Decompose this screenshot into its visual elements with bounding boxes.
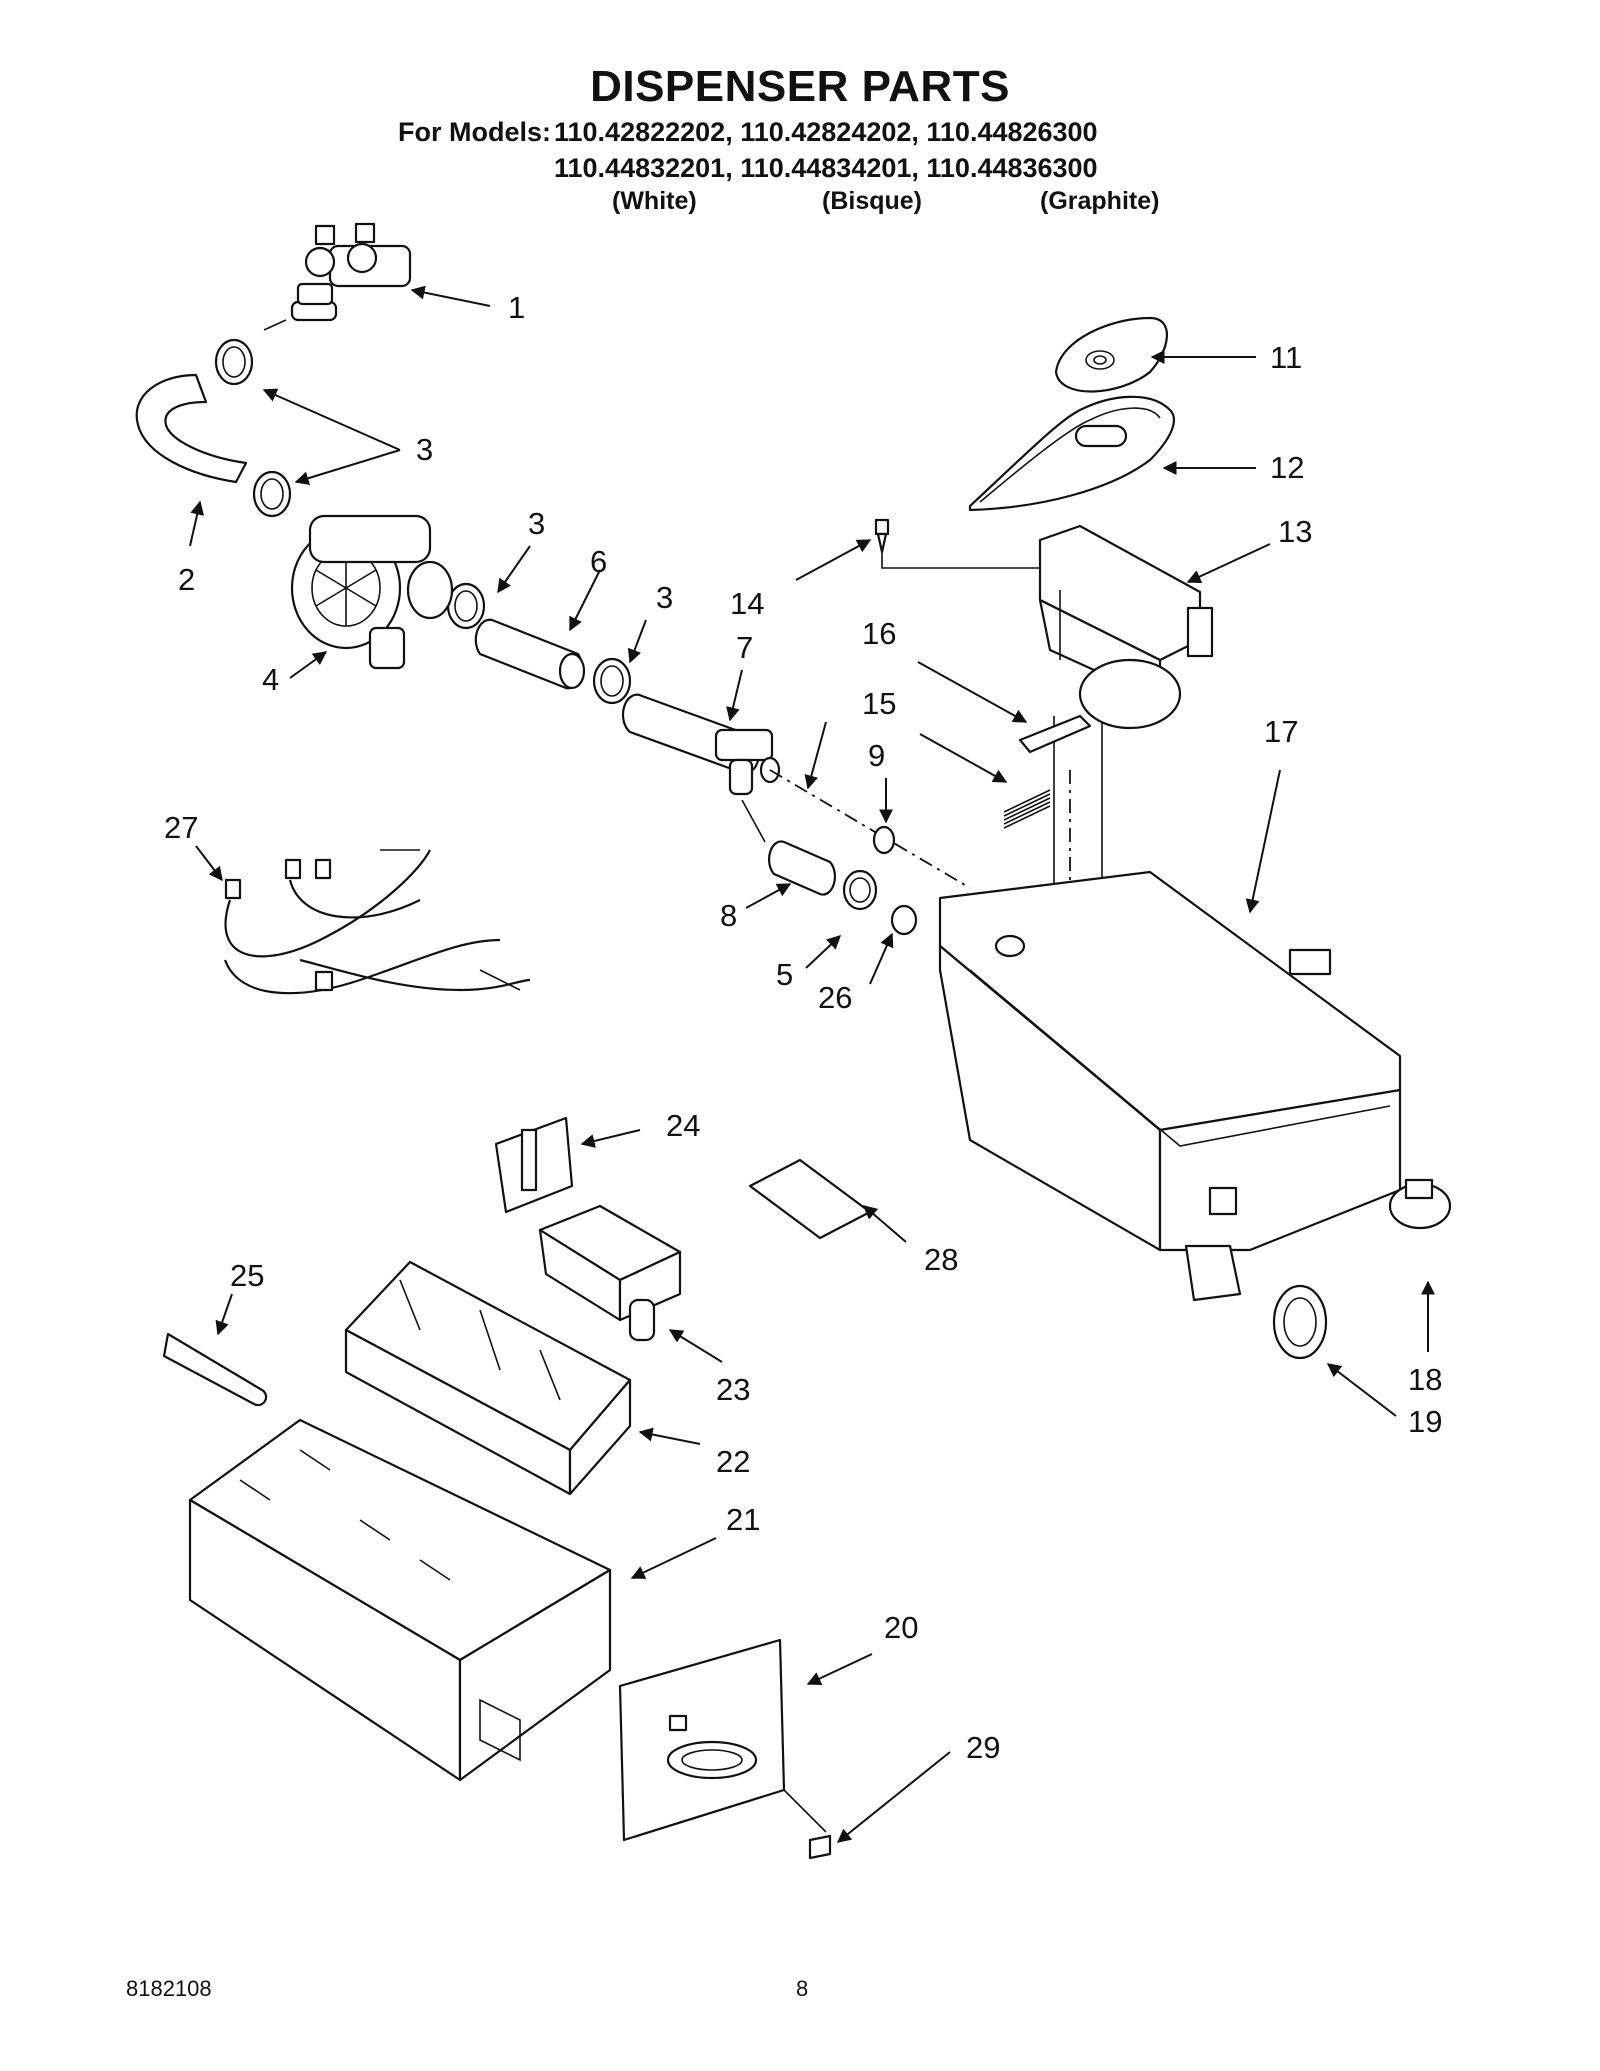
callout-11: 11 [1270,340,1302,375]
callout-26: 26 [818,980,852,1015]
models-label: For Models: [398,117,551,147]
callout-23: 23 [716,1372,750,1407]
callout-3a: 3 [416,432,433,467]
tray-22-part [344,1260,632,1496]
housing-17-part [938,870,1402,1302]
color-bisque: (Bisque) [822,187,922,215]
callout-18: 18 [1408,1362,1442,1397]
cover-20-part [618,1638,786,1842]
spring-15-part [1003,789,1051,829]
callout-29: 29 [966,1730,1000,1765]
models-row-1: 110.42822202, 110.42824202, 110.44826300 [554,117,1098,147]
callout-3c: 3 [656,580,673,615]
doc-number: 8182108 [126,1976,212,2001]
callout-1: 1 [508,290,525,325]
water-valve-part [263,222,412,331]
callout-14: 14 [730,586,764,621]
bracket-24-part [494,1116,574,1214]
callout-6: 6 [590,544,607,579]
callout-25: 25 [230,1258,264,1293]
callout-21: 21 [726,1502,760,1537]
gasket-12-part [968,395,1175,512]
callout-8: 8 [720,898,737,933]
callout-24: 24 [666,1108,700,1143]
tube-6-part [474,618,586,690]
callout-4: 4 [262,662,279,697]
inlet-tube-part [135,373,248,484]
models-row-2: 110.44832201, 110.44834201, 110.44836300 [554,153,1098,183]
washer-26-part [890,904,918,936]
page-number: 8 [796,1976,809,2001]
bin-21-part [188,1418,612,1782]
callout-22: 22 [716,1444,750,1479]
hose-clamp-part [214,338,878,911]
tube-7-part [621,693,781,796]
sensor-18-part [1388,1178,1452,1230]
callout-2: 2 [178,562,195,597]
bracket-motor-13-part [1038,524,1214,730]
tube-8-part [767,840,837,896]
ring-19-part [1272,1284,1328,1360]
page-title: DISPENSER PARTS [590,62,1010,111]
callout-12: 12 [1270,450,1304,485]
lever-25-part [162,1332,268,1407]
label-29-part [808,1834,832,1860]
callout-15: 15 [862,686,896,721]
lever-16-part [1018,714,1092,754]
callout-16: 16 [862,616,896,651]
callout-5: 5 [776,957,793,992]
color-white: (White) [612,187,697,215]
callout-27: 27 [164,810,198,845]
pump-assembly-part [290,514,454,670]
callout-leaders [189,285,1435,1843]
o-ring-part [872,825,896,855]
callout-28: 28 [924,1242,958,1277]
funnel-23-part [538,1204,682,1342]
clip-28-part [748,1158,872,1240]
callout-3b: 3 [528,506,545,541]
wire-harness-27-part [223,849,531,995]
gasket-11-part [1054,316,1168,393]
callout-19: 19 [1408,1404,1442,1439]
callout-17: 17 [1264,714,1298,749]
color-graphite: (Graphite) [1040,187,1160,215]
callout-20: 20 [884,1610,918,1645]
screw-14-part [874,518,890,554]
callout-13: 13 [1278,514,1312,549]
callout-9: 9 [868,738,885,773]
callout-7: 7 [736,630,753,665]
